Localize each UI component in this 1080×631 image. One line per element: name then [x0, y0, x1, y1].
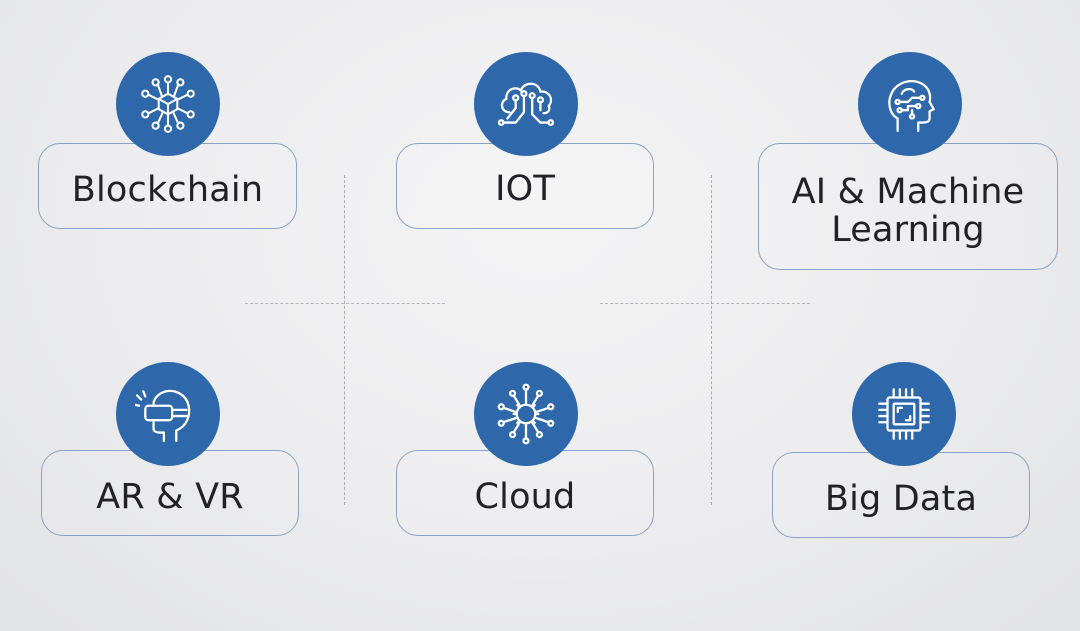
- label-pill-big-data: Big Data: [772, 452, 1030, 538]
- ai-brain-head-icon: [888, 80, 935, 132]
- vr-headset-icon: [135, 389, 191, 442]
- ar-vr-badge: [116, 362, 220, 466]
- blockchain-badge: [116, 52, 220, 156]
- iot-badge: [474, 52, 578, 156]
- ai-badge: [858, 52, 962, 156]
- label-iot: IOT: [495, 169, 555, 209]
- cloud-circuit-icon: [497, 82, 555, 126]
- label-cloud: Cloud: [474, 477, 576, 517]
- cloud-badge: [474, 362, 578, 466]
- horizontal-divider-left: [245, 303, 445, 304]
- vertical-divider-right: [711, 175, 712, 505]
- label-pill-iot: IOT: [396, 143, 654, 229]
- label-blockchain: Blockchain: [71, 170, 264, 210]
- cloud-network-hub-icon: [497, 383, 555, 445]
- label-big-data: Big Data: [824, 479, 978, 519]
- label-pill-blockchain: Blockchain: [38, 143, 297, 229]
- big-data-badge: [852, 362, 956, 466]
- label-ai-ml: AI & Machine Learning: [791, 171, 1025, 250]
- microchip-icon: [878, 388, 930, 440]
- label-pill-ai-ml: AI & Machine Learning: [758, 143, 1058, 270]
- horizontal-divider-right: [600, 303, 810, 304]
- vertical-divider-left: [344, 175, 345, 505]
- blockchain-network-icon: [141, 75, 195, 133]
- label-ar-vr: AR & VR: [96, 477, 244, 517]
